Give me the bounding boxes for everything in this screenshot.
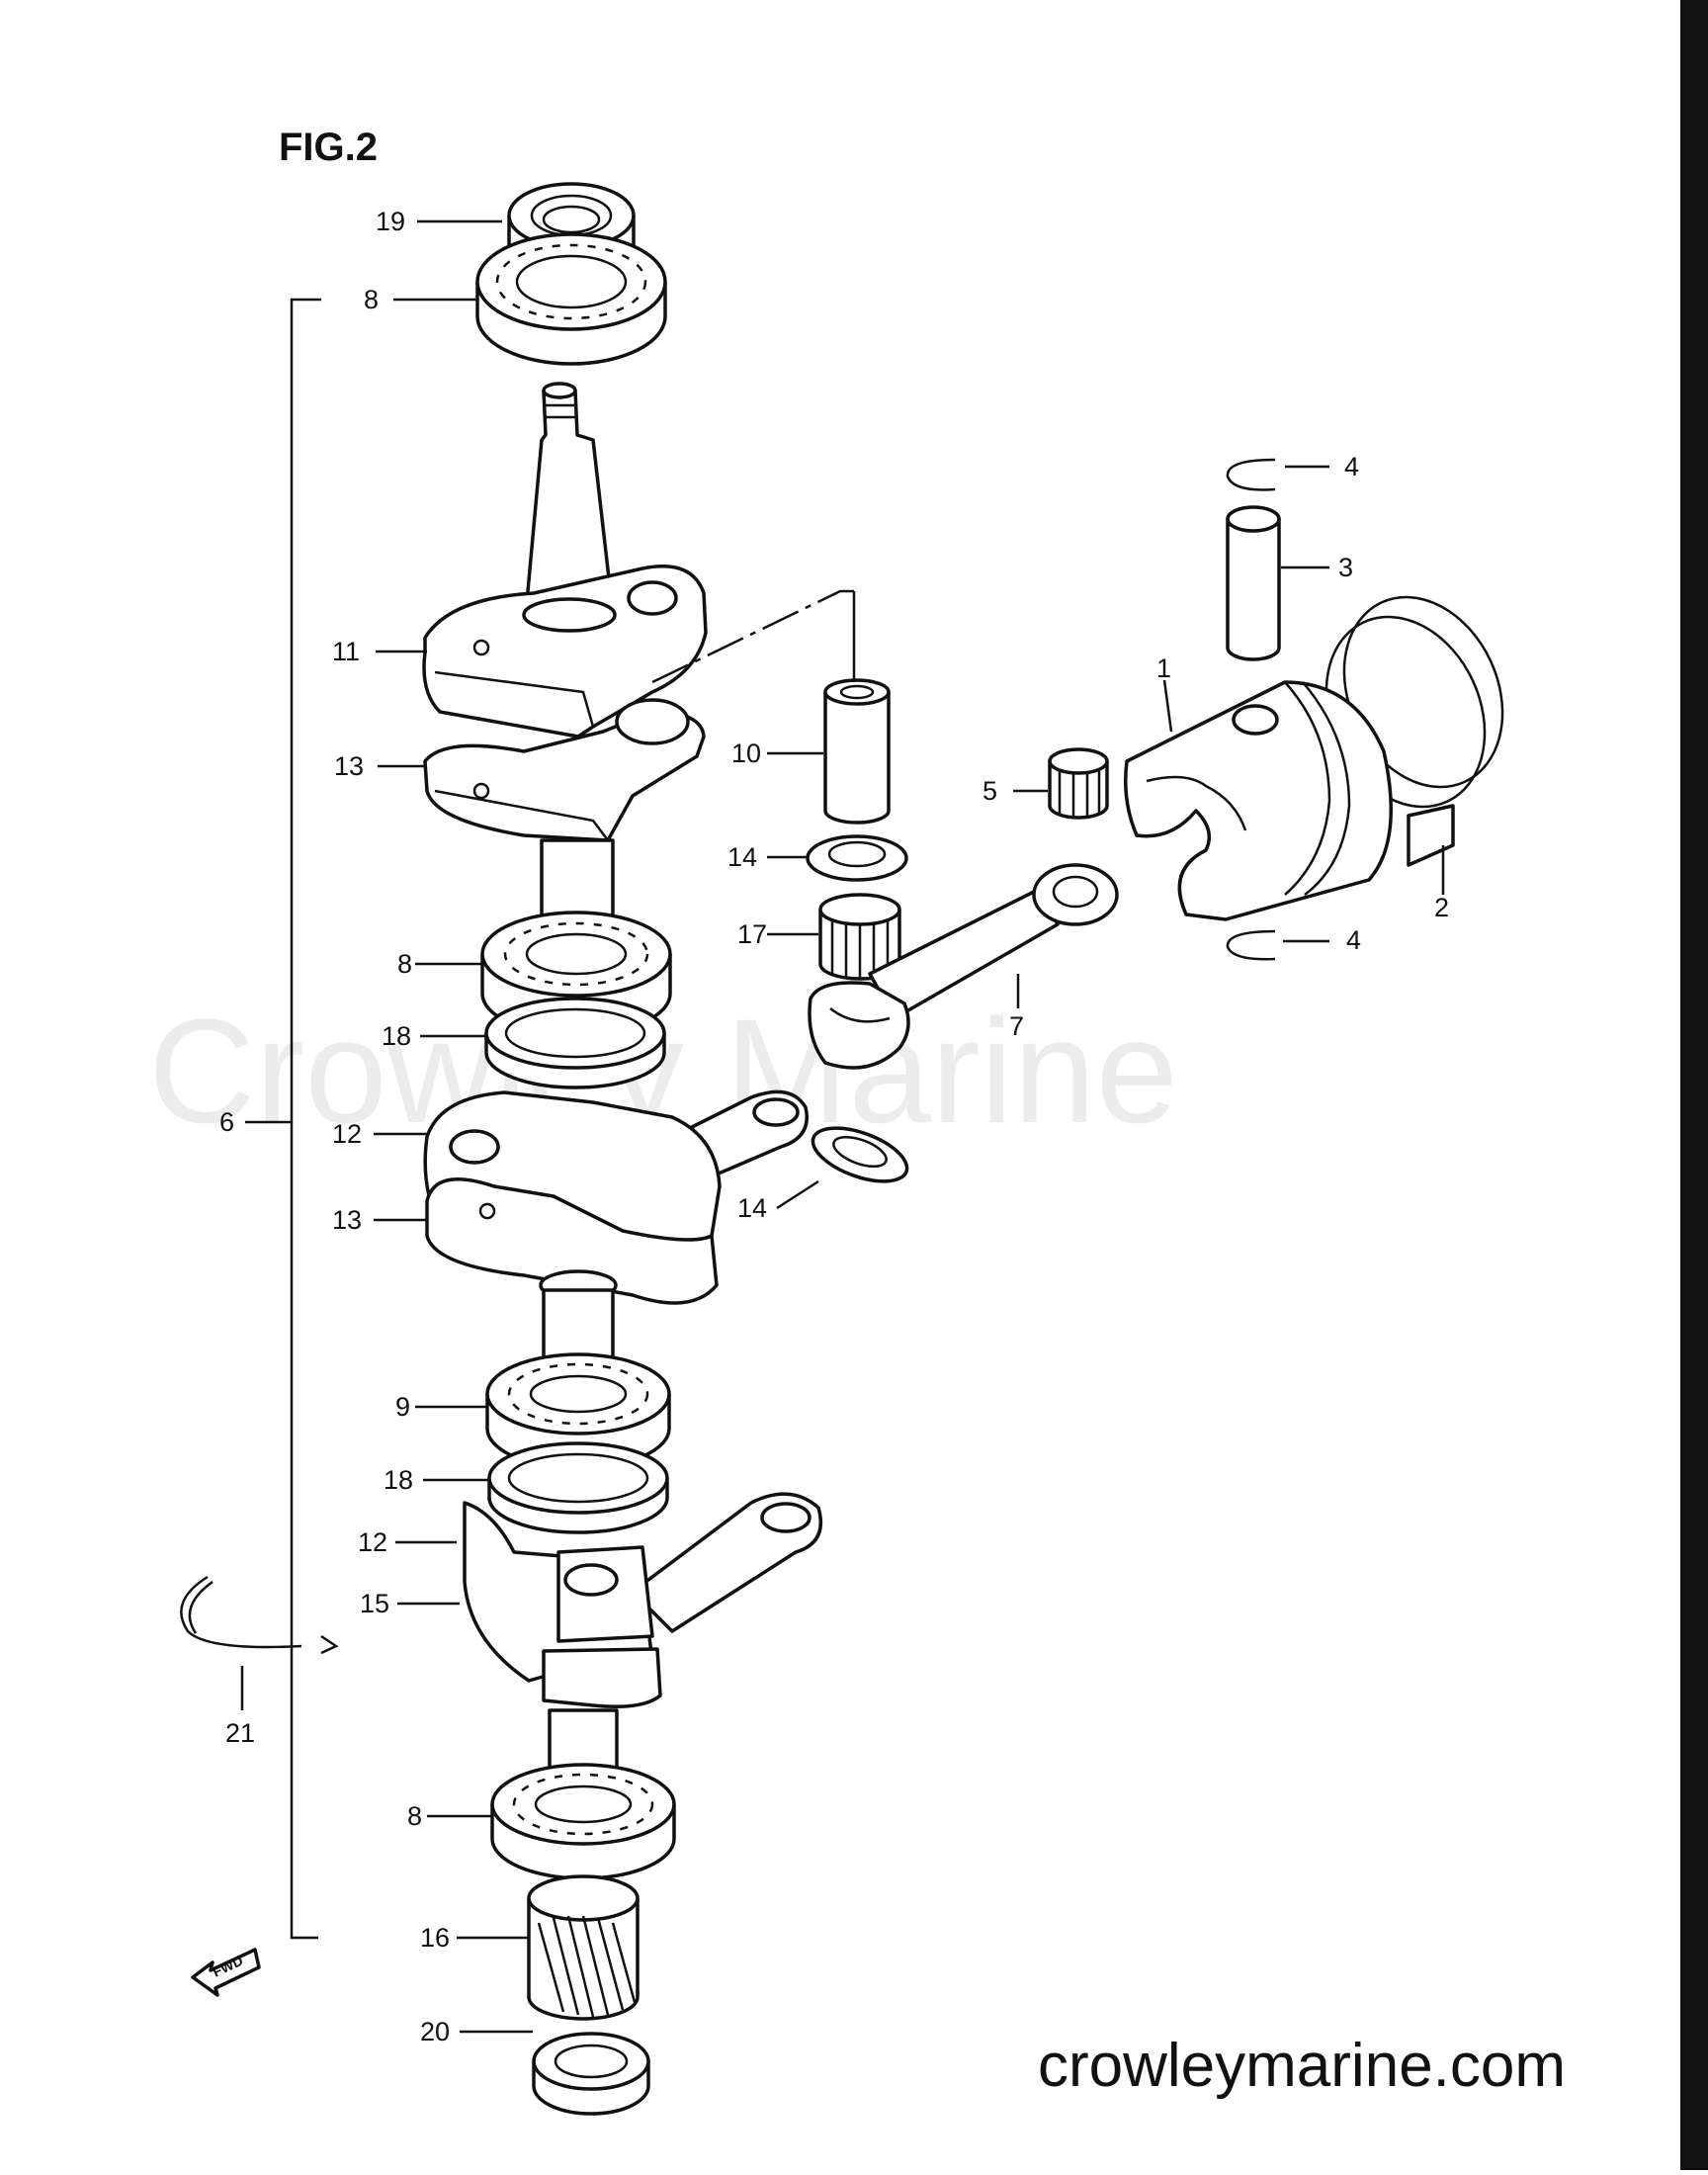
thrust-washer-lower — [811, 1126, 909, 1183]
callout-13-upper: 13 — [334, 751, 364, 781]
callout-3: 3 — [1338, 553, 1353, 582]
crank-web-12-lower — [463, 1492, 823, 1708]
callout-9: 9 — [395, 1392, 410, 1422]
ball-bearing-lower — [490, 1763, 676, 1880]
callout-21: 21 — [225, 1718, 255, 1748]
callout-6: 6 — [219, 1107, 234, 1137]
callout-17: 17 — [737, 919, 767, 949]
piston-1 — [1124, 680, 1393, 921]
piston-pin-clip-lower — [1226, 929, 1276, 961]
callout-14-upper: 14 — [727, 842, 757, 872]
callout-labels: 19 8 4 3 11 1 13 10 5 14 2 17 4 8 7 18 6… — [219, 207, 1449, 2046]
callout-8-middle: 8 — [397, 949, 412, 979]
callout-15: 15 — [360, 1589, 389, 1618]
seal-ring-lower — [487, 1441, 669, 1534]
callout-8-top: 8 — [364, 285, 379, 314]
callout-5: 5 — [982, 776, 997, 806]
callout-12-lower: 12 — [358, 1527, 387, 1557]
crank-web-13-upper — [423, 698, 706, 842]
leader-lines — [240, 219, 1445, 2034]
callout-7: 7 — [1009, 1011, 1024, 1041]
callout-14-lower: 14 — [737, 1193, 767, 1223]
callout-19: 19 — [376, 207, 405, 236]
drive-gear — [527, 1874, 640, 2021]
scan-edge-strip — [1680, 0, 1708, 2170]
footer-url: crowleymarine.com — [1038, 2032, 1566, 2100]
callout-13-lower: 13 — [332, 1205, 362, 1235]
connecting-rod-7 — [808, 863, 1119, 1070]
ball-bearing-top — [475, 232, 667, 366]
callout-4-upper: 4 — [1344, 452, 1359, 481]
circlip-21 — [180, 1575, 339, 1655]
callout-2: 2 — [1434, 893, 1449, 922]
callout-8-lower: 8 — [407, 1801, 422, 1831]
callout-20: 20 — [420, 2017, 450, 2046]
callout-16: 16 — [420, 1923, 450, 1953]
callout-18-lower: 18 — [384, 1465, 413, 1495]
callout-18-upper: 18 — [382, 1021, 411, 1051]
callout-11: 11 — [332, 637, 360, 666]
thrust-washer-upper — [806, 834, 908, 882]
callout-4-lower: 4 — [1346, 925, 1361, 955]
assembly-bracket — [290, 298, 321, 1940]
piston-pin-3 — [1226, 505, 1281, 661]
seal-ring-upper — [484, 997, 666, 1089]
needle-bearing-17 — [818, 893, 901, 981]
oil-seal-bottom — [532, 2032, 650, 2116]
crank-web-upper — [422, 565, 708, 739]
forward-arrow: FWD — [191, 1948, 261, 1997]
callout-1: 1 — [1156, 653, 1171, 683]
figure-label: FIG.2 — [279, 126, 378, 169]
piston-pin-clip-upper — [1226, 458, 1276, 491]
callout-12-upper: 12 — [332, 1119, 362, 1149]
small-end-bearing-5 — [1048, 747, 1109, 820]
callout-10: 10 — [731, 739, 761, 768]
crank-pin-10 — [651, 589, 891, 825]
